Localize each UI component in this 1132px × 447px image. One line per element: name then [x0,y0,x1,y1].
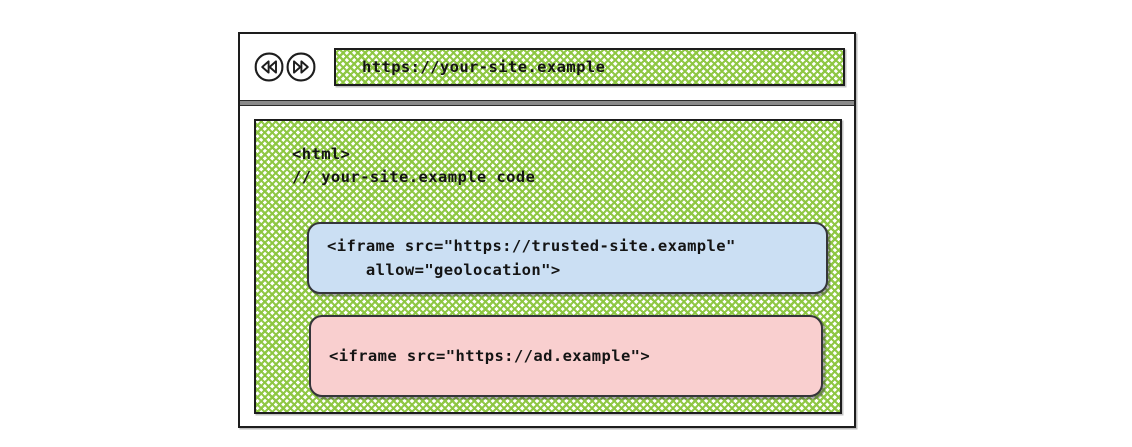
browser-toolbar: https://your-site.example [240,34,854,100]
address-bar-text: https://your-site.example [362,58,606,76]
rewind-icon [254,52,284,82]
back-button[interactable] [254,52,284,82]
browser-window: https://your-site.example <html> // your… [238,32,856,428]
fast-forward-icon [286,52,316,82]
toolbar-divider [240,100,854,106]
code-line-html-open: <html> [292,145,351,163]
ad-iframe-src-line: <iframe src="https://ad.example"> [329,347,651,365]
ad-iframe[interactable]: <iframe src="https://ad.example"> [309,315,823,397]
trusted-iframe-allow-line: allow="geolocation"> [327,261,561,279]
forward-button[interactable] [286,52,316,82]
address-bar[interactable]: https://your-site.example [334,48,845,86]
page-viewport: <html> // your-site.example code <iframe… [254,119,842,414]
trusted-iframe-src-line: <iframe src="https://trusted-site.exampl… [327,237,736,255]
code-line-comment: // your-site.example code [292,168,536,186]
trusted-site-iframe[interactable]: <iframe src="https://trusted-site.exampl… [307,222,828,294]
